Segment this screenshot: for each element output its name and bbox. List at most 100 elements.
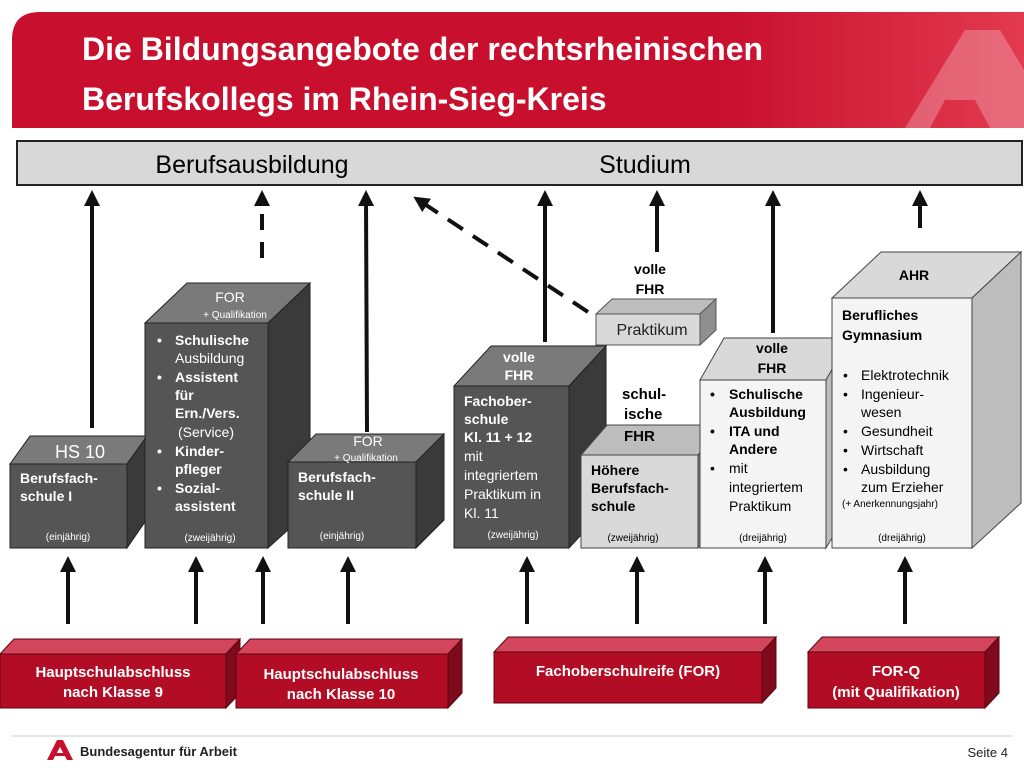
hbfs-top-label-line-2: ische xyxy=(624,406,662,423)
bfs1-duration: (einjährig) xyxy=(46,532,90,543)
entry-hs9-line-1: Hauptschulabschluss xyxy=(35,664,190,681)
ita-item-3-line-2: integriertem xyxy=(729,479,803,495)
ita-duration: (dreijährig) xyxy=(739,533,787,544)
entry-hs10-line-1: Hauptschulabschluss xyxy=(263,666,418,683)
schulische-item-4-line-2: assistent xyxy=(175,498,236,514)
arrows-from-entry xyxy=(60,556,913,624)
hbfs-line-1: Höhere xyxy=(591,462,639,478)
box-praktikum: volle FHR Praktikum xyxy=(594,261,718,347)
schulische-bullet-3: • xyxy=(157,443,162,459)
box-berufsfachschule-1: HS 10 Berufsfach- schule I (einjährig) xyxy=(9,434,148,550)
fos-top-label-line-2: FHR xyxy=(505,367,534,383)
fos-line-1: Fachober- xyxy=(464,393,532,409)
footer: Bundesagentur für Arbeit Seite 4 xyxy=(12,735,1012,760)
bfs2-line-2: schule II xyxy=(298,487,354,503)
fos-line-5: integriertem xyxy=(464,467,538,483)
ita-item-3-line-3: Praktikum xyxy=(729,498,791,514)
schulische-top-sub: + Qualifikation xyxy=(203,310,267,321)
ita-top-label-line-1: volle xyxy=(756,340,788,356)
arrow-bfs2-up xyxy=(358,190,375,433)
gym-title-line-2: Gymnasium xyxy=(842,327,922,343)
header: Die Bildungsangebote der rechtsrheinisch… xyxy=(0,0,1024,128)
banner-label-studium: Studium xyxy=(599,151,691,179)
fos-line-7: Kl. 11 xyxy=(464,505,499,521)
hbfs-top-label-line-3: FHR xyxy=(624,428,655,445)
bfs2-top-label: FOR xyxy=(353,433,383,449)
gym-title-line-1: Berufliches xyxy=(842,307,918,323)
ita-item-3-line-1: mit xyxy=(729,460,748,476)
ita-item-1-line-1: Schulische xyxy=(729,386,803,402)
praktikum-above-line-2: FHR xyxy=(636,281,665,297)
gym-item-5-line-2: zum Erzieher xyxy=(861,479,944,495)
hbfs-top-label-line-1: schul- xyxy=(622,386,666,403)
entry-fachoberschulreife: Fachoberschulreife (FOR) xyxy=(492,635,778,705)
hbfs-line-3: schule xyxy=(591,498,636,514)
hbfs-duration: (zweijährig) xyxy=(607,533,658,544)
dashed-arrow-praktikum-to-ausbildung xyxy=(413,196,590,314)
gym-bullet-5: • xyxy=(843,461,848,477)
gym-note: (+ Anerkennungsjahr) xyxy=(842,499,938,510)
ita-item-2-line-2: Andere xyxy=(729,441,777,457)
schulische-bullet-1: • xyxy=(157,332,162,348)
schulische-item-2-line-4: (Service) xyxy=(178,424,234,440)
entry-forq-line-1: FOR-Q xyxy=(872,663,921,680)
entry-for-q: FOR-Q (mit Qualifikation) xyxy=(806,635,1001,710)
agency-name: Bundesagentur für Arbeit xyxy=(80,744,238,759)
schulische-item-4-line-1: Sozial- xyxy=(175,480,220,496)
schulische-item-1-line-1: Schulische xyxy=(175,332,249,348)
gym-item-3-line-1: Gesundheit xyxy=(861,423,933,439)
arrows-to-banner xyxy=(84,190,928,433)
ita-bullet-3: • xyxy=(710,460,715,476)
bfs2-line-1: Berufsfach- xyxy=(298,469,376,485)
bfs1-line-2: schule I xyxy=(20,488,72,504)
header-background xyxy=(12,12,1024,128)
destination-banner: Berufsausbildung Studium xyxy=(16,140,1023,186)
ita-bullet-2: • xyxy=(710,423,715,439)
gym-bullet-4: • xyxy=(843,442,848,458)
box-berufsfachschule-2: FOR + Qualifikation Berufsfach- schule I… xyxy=(286,432,446,550)
agency-logo-icon xyxy=(47,740,73,760)
page-number: Seite 4 xyxy=(968,745,1008,760)
watermark-logo-icon xyxy=(905,30,1024,128)
gym-item-2-line-1: Ingenieur- xyxy=(861,386,924,402)
fos-top-label-line-1: volle xyxy=(503,349,535,365)
entry-hs10-line-2: nach Klasse 10 xyxy=(287,686,395,703)
ita-bullet-1: • xyxy=(710,386,715,402)
fos-line-4: mit xyxy=(464,448,483,464)
gym-bullet-3: • xyxy=(843,423,848,439)
schulische-item-2-line-3: Ern./Vers. xyxy=(175,405,240,421)
entry-hs9-line-2: nach Klasse 9 xyxy=(63,684,163,701)
schulische-item-3-line-1: Kinder- xyxy=(175,443,224,459)
gym-top-label: AHR xyxy=(899,267,929,283)
entry-forq-line-2: (mit Qualifikation) xyxy=(832,684,960,701)
gym-duration: (dreijährig) xyxy=(878,533,926,544)
fos-line-6: Praktikum in xyxy=(464,486,541,502)
banner-label-berufsausbildung: Berufsausbildung xyxy=(155,151,348,179)
praktikum-above-line-1: volle xyxy=(634,261,666,277)
gym-bullet-2: • xyxy=(843,386,848,402)
bfs2-duration: (einjährig) xyxy=(320,531,364,542)
praktikum-label: Praktikum xyxy=(616,322,687,339)
ita-top-label-line-2: FHR xyxy=(758,360,787,376)
gym-bullet-1: • xyxy=(843,367,848,383)
schulische-item-1-line-2: Ausbildung xyxy=(175,350,244,366)
gym-item-5-line-1: Ausbildung xyxy=(861,461,930,477)
schulische-item-3-line-2: pfleger xyxy=(175,461,222,477)
entry-hauptschulabschluss-10: Hauptschulabschluss nach Klasse 10 xyxy=(234,637,464,710)
gym-item-2-line-2: wesen xyxy=(860,404,901,420)
schulische-bullet-2: • xyxy=(157,369,162,385)
gym-item-4-line-1: Wirtschaft xyxy=(861,442,923,458)
schulische-duration: (zweijährig) xyxy=(184,533,235,544)
schulische-item-2-line-2: für xyxy=(175,387,194,403)
bfs2-top-sub: + Qualifikation xyxy=(334,453,398,464)
entry-for-line-1: Fachoberschulreife (FOR) xyxy=(536,663,720,680)
hbfs-line-2: Berufsfach- xyxy=(591,480,669,496)
box-ita-und-andere: volle FHR • Schulische Ausbildung • ITA … xyxy=(699,336,851,550)
fos-line-3: Kl. 11 + 12 xyxy=(464,429,532,445)
schulische-bullet-4: • xyxy=(157,480,162,496)
fos-line-2: schule xyxy=(464,411,509,427)
ita-item-2-line-1: ITA und xyxy=(729,423,780,439)
bfs1-line-1: Berufsfach- xyxy=(20,470,98,486)
entry-hauptschulabschluss-9: Hauptschulabschluss nach Klasse 9 xyxy=(0,637,242,710)
